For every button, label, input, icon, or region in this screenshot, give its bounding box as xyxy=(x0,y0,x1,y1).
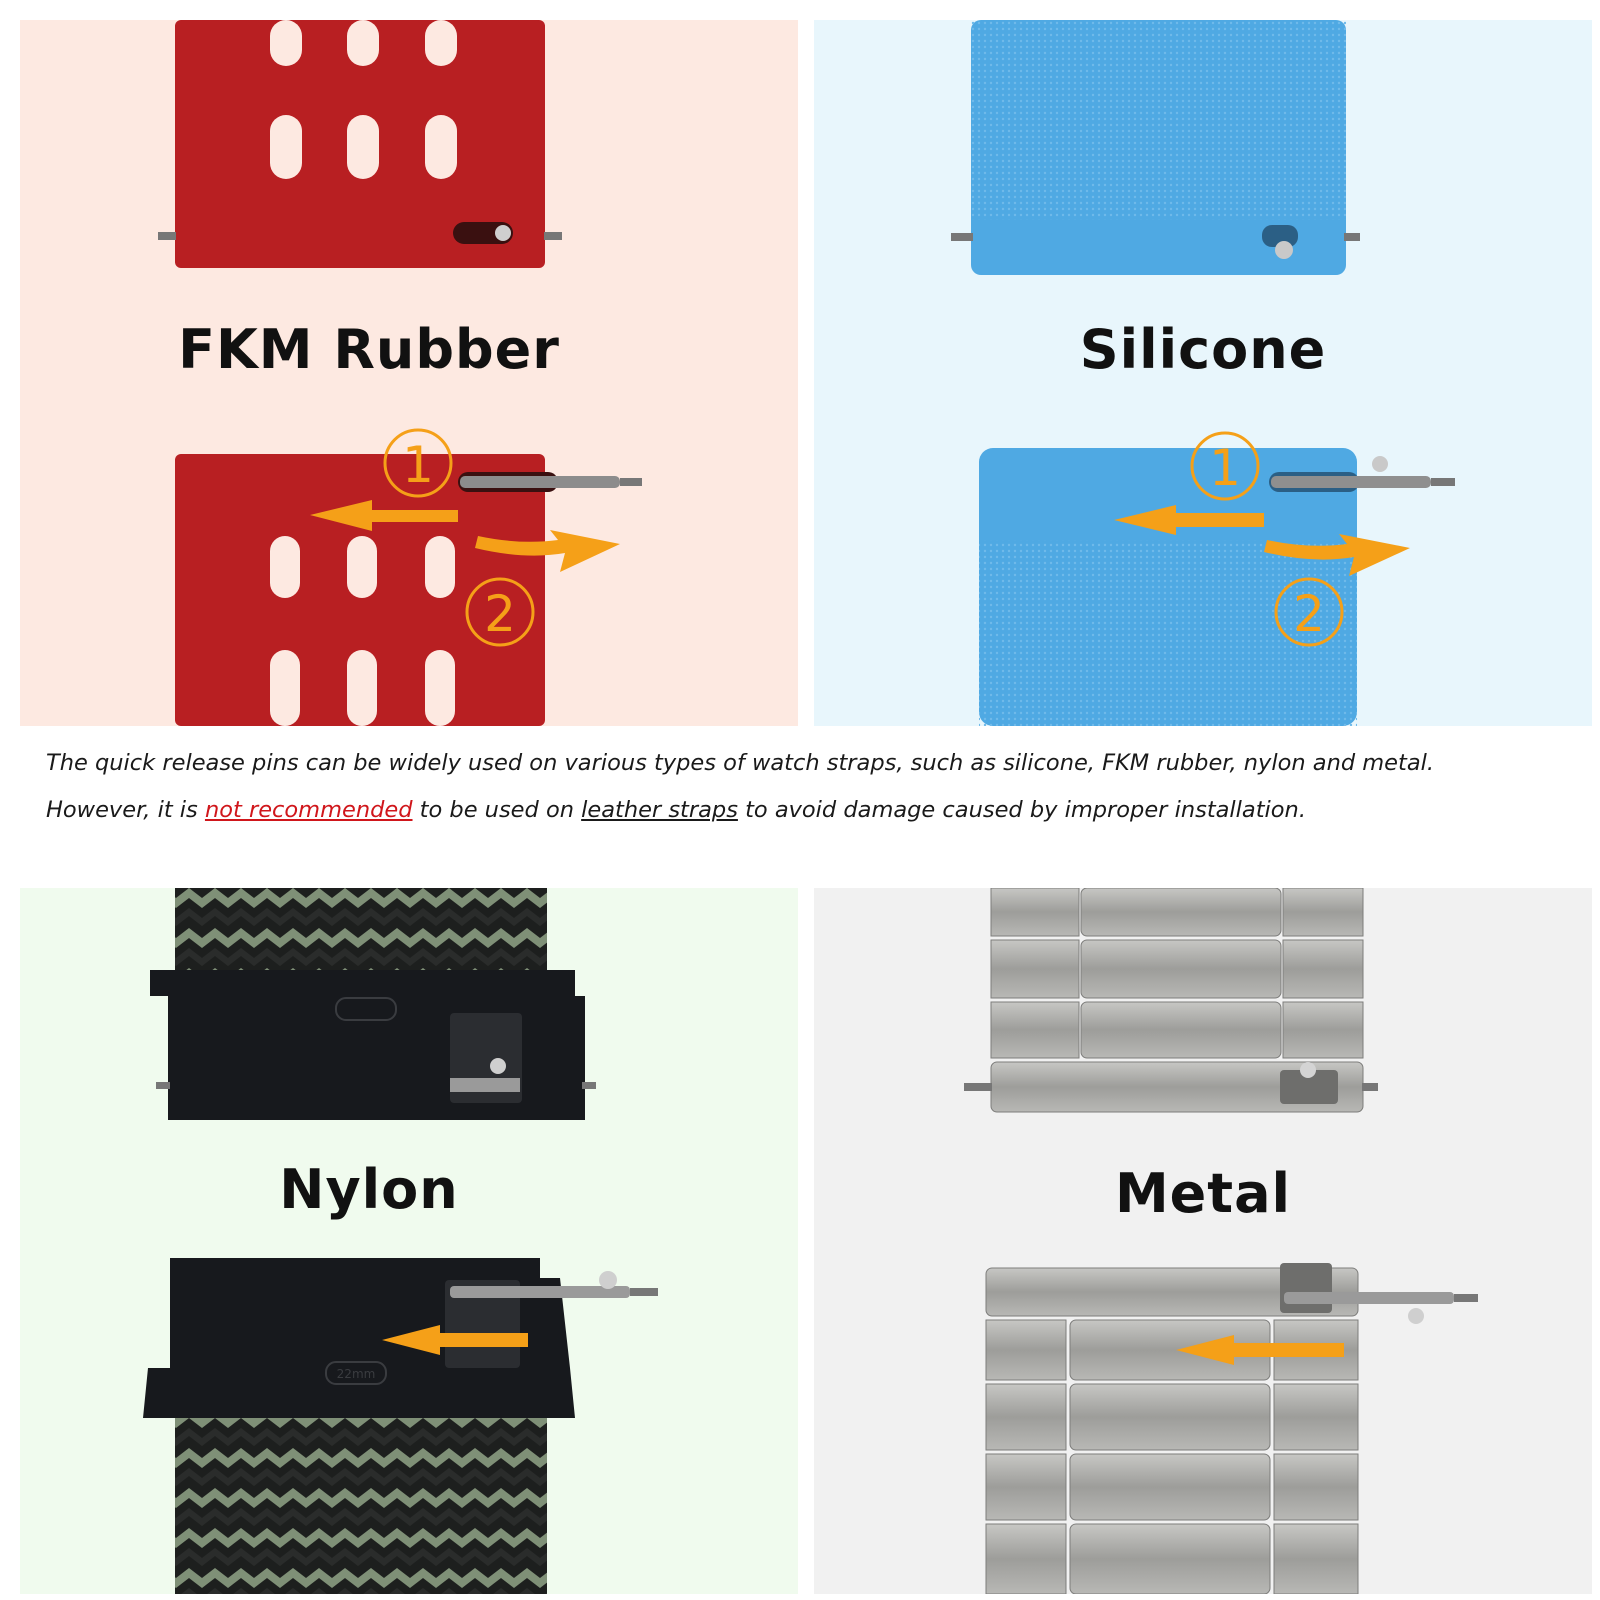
nylon-pin-tip xyxy=(630,1288,658,1296)
caption-leather-straps: leather straps xyxy=(581,797,738,823)
metal-pin-tip xyxy=(1454,1294,1478,1302)
silicone-pin-slot xyxy=(1262,225,1298,247)
nylon-label: Nylon xyxy=(279,1158,459,1221)
silicone-arrow-left xyxy=(1114,505,1264,535)
metal-pin-right xyxy=(1362,1083,1378,1091)
panel-nylon: 22mm Nylon xyxy=(20,888,798,1594)
usage-caption: The quick release pins can be widely use… xyxy=(46,740,1576,834)
silicone-step1-circle xyxy=(1190,431,1260,501)
silicone-label: Silicone xyxy=(1079,318,1327,381)
metal-pin-clip-bottom xyxy=(1280,1263,1332,1313)
panel-silicone: 1 2 Silicone xyxy=(814,20,1592,726)
silicone-step2-number: 2 xyxy=(1293,585,1325,643)
metal-illustration xyxy=(814,888,1592,1594)
nylon-weave-top xyxy=(175,888,547,978)
nylon-size-text: 22mm xyxy=(337,1367,376,1381)
nylon-size-mark-bottom xyxy=(325,1361,387,1385)
nylon-pin-left xyxy=(156,1082,170,1089)
caption-warning: not recommended xyxy=(204,797,413,823)
fkm-step1-number: 1 xyxy=(402,436,434,494)
nylon-arrow-left xyxy=(382,1325,528,1355)
silicone-step2-circle xyxy=(1274,577,1344,647)
silicone-pin-knob xyxy=(1275,241,1293,259)
metal-pin-knob-top xyxy=(1300,1062,1316,1078)
fkm-illustration: 1 2 xyxy=(20,20,798,726)
nylon-pin-knob-top xyxy=(490,1058,506,1074)
caption-line-2-prefix: However, it is xyxy=(46,797,205,823)
silicone-step1-number: 1 xyxy=(1209,439,1241,497)
silicone-pin-right xyxy=(1344,233,1360,241)
metal-pin-knob xyxy=(1408,1308,1424,1324)
metal-links-bottom xyxy=(985,1267,1359,1594)
nylon-illustration: 22mm xyxy=(20,888,798,1594)
caption-line-2: However, it is not recommended to be use… xyxy=(46,787,1576,834)
metal-links-top xyxy=(990,888,1364,1113)
nylon-pin-bar-top xyxy=(450,1078,520,1092)
fkm-step1-circle xyxy=(383,428,453,498)
nylon-pin-right xyxy=(582,1082,596,1089)
metal-pin-clip xyxy=(1280,1070,1338,1104)
nylon-size-mark-top xyxy=(335,997,397,1021)
metal-pin-left xyxy=(964,1083,992,1091)
silicone-arrow-curve xyxy=(1264,534,1410,576)
silicone-pin-tip xyxy=(1431,478,1455,486)
fkm-arrow-left xyxy=(310,500,458,531)
metal-label: Metal xyxy=(1114,1162,1292,1225)
caption-line-2-middle: to be used on xyxy=(412,797,582,823)
panel-metal: Metal xyxy=(814,888,1592,1594)
fkm-strap-holes-top xyxy=(270,20,457,179)
fkm-step2-circle xyxy=(465,577,535,647)
silicone-texture-top xyxy=(971,20,1346,220)
silicone-pin-left xyxy=(951,233,973,241)
nylon-pin-knob xyxy=(599,1271,617,1289)
metal-pin-bar xyxy=(1284,1292,1454,1304)
fkm-pin-left xyxy=(158,232,176,240)
fkm-pin-knob xyxy=(495,225,511,241)
caption-line-2-suffix: to avoid damage caused by improper insta… xyxy=(737,797,1306,823)
silicone-pin-bar xyxy=(1271,476,1431,488)
fkm-pin-bar xyxy=(460,476,620,488)
panel-fkm-rubber: 1 2 FKM Rubber xyxy=(20,20,798,726)
silicone-texture-bottom xyxy=(979,540,1357,726)
fkm-rubber-label: FKM Rubber xyxy=(178,318,560,381)
fkm-arrow-curve xyxy=(475,530,620,572)
nylon-weave-bottom xyxy=(175,1418,547,1594)
fkm-strap-holes-bottom xyxy=(270,536,455,726)
fkm-pin-tip xyxy=(620,478,642,486)
silicone-pin-knob-top xyxy=(1372,456,1388,472)
fkm-step2-number: 2 xyxy=(484,585,516,643)
fkm-pin-right xyxy=(544,232,562,240)
nylon-pin-bar xyxy=(450,1286,630,1298)
metal-arrow-left xyxy=(1176,1335,1344,1365)
caption-line-1: The quick release pins can be widely use… xyxy=(46,750,1435,776)
silicone-illustration: 1 2 xyxy=(814,20,1592,726)
